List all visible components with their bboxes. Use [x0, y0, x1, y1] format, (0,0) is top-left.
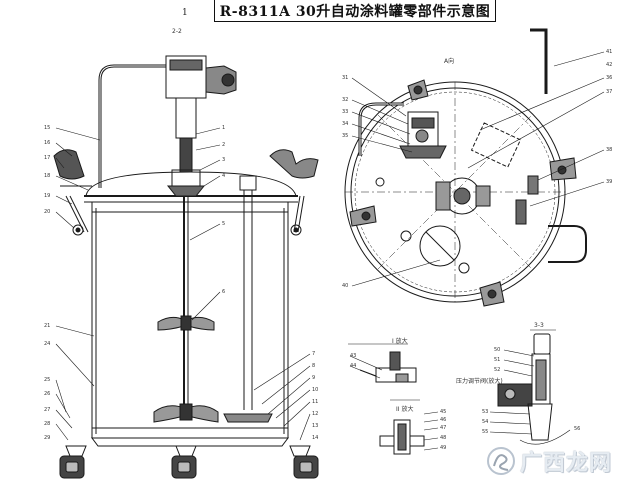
callout-number: 49 — [440, 445, 447, 451]
callout-number: 54 — [482, 419, 489, 425]
watermark: 广西龙网 — [486, 445, 612, 477]
callout-number: 21 — [44, 323, 51, 329]
detail-b-label: I 放大 — [392, 338, 408, 345]
tank-elevation — [53, 55, 319, 479]
callout-number: 29 — [44, 435, 51, 441]
callout-number: 8 — [312, 363, 316, 369]
callout-number: 3 — [222, 157, 226, 163]
callout-number: 14 — [312, 435, 319, 441]
callout-number: 45 — [440, 409, 447, 415]
callout-number: 44 — [350, 363, 357, 369]
drawing-title: R-8311A 30升自动涂料罐零部件示意图 — [214, 0, 496, 22]
callout-number: 47 — [440, 425, 447, 431]
callout-number: 48 — [440, 435, 447, 441]
callout-number: 38 — [606, 147, 613, 153]
clamp-right — [269, 149, 319, 236]
callout-number: 11 — [312, 399, 319, 405]
callout-number: 41 — [606, 49, 613, 55]
callout-number: 33 — [342, 109, 349, 115]
detail-small-label: 3-3 — [534, 322, 544, 329]
upper-impeller — [157, 315, 215, 331]
leader-lines-left — [55, 127, 101, 441]
lower-impeller — [153, 403, 219, 423]
detail-inlet — [348, 343, 417, 383]
callout-number: 16 — [44, 140, 51, 146]
callout-number: 51 — [494, 357, 501, 363]
callout-number: 9 — [312, 375, 316, 381]
callout-number: 34 — [342, 121, 349, 127]
detail-c-label: II 放大 — [396, 406, 414, 413]
callout-number: 32 — [342, 97, 349, 103]
callout-number: 1 — [222, 125, 226, 131]
leader-lines-top — [351, 77, 605, 287]
callout-number: 37 — [606, 89, 613, 95]
caster-left — [59, 445, 87, 479]
callout-number: 7 — [312, 351, 316, 357]
callout-number: 35 — [342, 133, 349, 139]
section-label: 2-2 — [172, 28, 182, 35]
callout-number: 28 — [44, 421, 51, 427]
dragon-logo-icon — [487, 447, 515, 475]
callout-number: 4 — [222, 173, 226, 179]
callout-number: 36 — [606, 75, 613, 81]
callout-number: 20 — [44, 209, 51, 215]
callout-number: 6 — [222, 289, 226, 295]
callout-number: 42 — [606, 62, 613, 68]
watermark-text: 广西龙网 — [520, 451, 613, 476]
callout-number: 39 — [606, 179, 613, 185]
callout-number: 18 — [44, 173, 51, 179]
clamp-left — [53, 149, 92, 236]
detail-regulator — [489, 329, 571, 445]
callout-number: 52 — [494, 367, 501, 373]
callout-number: 2 — [222, 142, 226, 148]
valve-note: 压力调节阀(放大) — [456, 378, 503, 385]
callout-number: 19 — [44, 193, 51, 199]
callout-number: 40 — [342, 283, 349, 289]
detail-needle-valve — [379, 399, 439, 455]
callout-number: 5 — [222, 221, 226, 227]
callout-number: 12 — [312, 411, 319, 417]
wing-nuts — [349, 79, 577, 307]
callout-number: 53 — [482, 409, 489, 415]
callout-number: 50 — [494, 347, 501, 353]
callout-number: 31 — [342, 75, 349, 81]
valve-assembly — [399, 111, 447, 159]
top-view-label: A向 — [444, 58, 455, 65]
callout-number: 10 — [312, 387, 319, 393]
caster-right — [289, 445, 319, 479]
callout-number: 15 — [44, 125, 51, 131]
callout-number: 43 — [350, 353, 357, 359]
leader-lines-right — [189, 127, 311, 441]
siphon-tube — [223, 175, 273, 423]
callout-number: 13 — [312, 423, 319, 429]
callout-number: 56 — [574, 426, 581, 432]
air-motor — [165, 55, 237, 197]
tank-top-view — [344, 79, 587, 307]
callout-number: 17 — [44, 155, 51, 161]
callout-number: 25 — [44, 377, 51, 383]
callout-number: 46 — [440, 417, 447, 423]
callout-number: 26 — [44, 391, 51, 397]
sheet-index: 1 — [182, 8, 188, 18]
callout-number: 24 — [44, 341, 51, 347]
callout-number: 27 — [44, 407, 51, 413]
caster-center — [171, 445, 197, 479]
callout-number: 55 — [482, 429, 489, 435]
